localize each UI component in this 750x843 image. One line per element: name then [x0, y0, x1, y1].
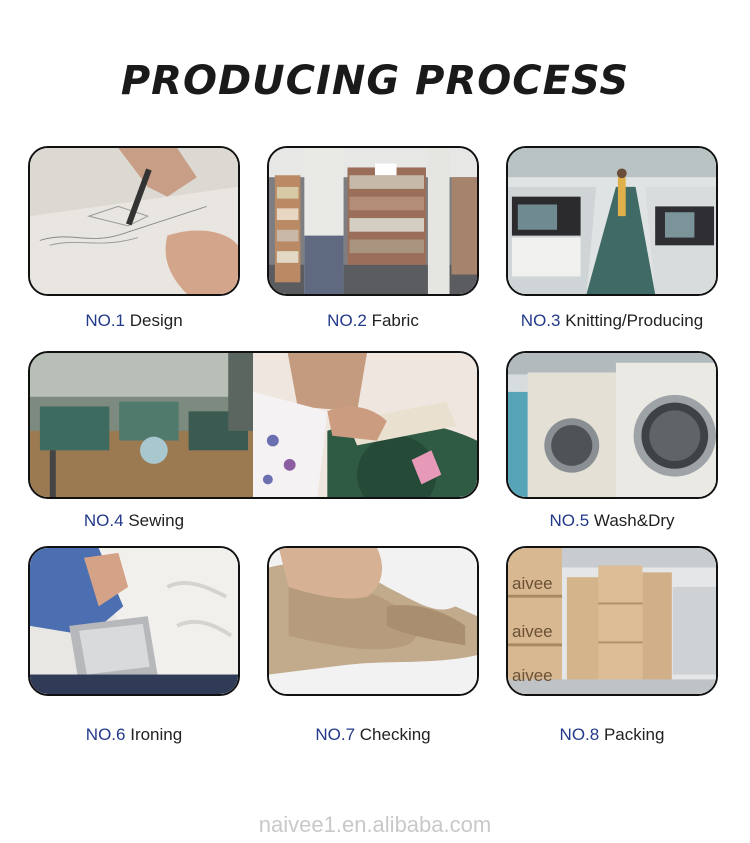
- checking-photo: [267, 546, 479, 696]
- sewing-photo: [28, 351, 479, 499]
- fabric-photo: [267, 146, 479, 296]
- box-print: aivee: [512, 622, 553, 641]
- wash-dry-photo: [506, 351, 718, 499]
- footer-url: naivee1.en.alibaba.com: [258, 812, 492, 837]
- packing-photo: aivee aivee aivee: [506, 546, 718, 696]
- ironing-photo: [28, 546, 240, 696]
- knitting-photo: [506, 146, 718, 296]
- step-caption: NO.6 Ironing: [85, 725, 183, 744]
- step-caption: NO.7 Checking: [315, 725, 431, 744]
- step-caption: NO.1 Design: [85, 311, 183, 330]
- step-caption: NO.4 Sewing: [83, 511, 185, 530]
- step-caption: NO.5 Wash&Dry: [549, 511, 675, 530]
- design-photo: [28, 146, 240, 296]
- page-title: PRODUCING PROCESS: [120, 58, 630, 104]
- step-caption: NO.3 Knitting/Producing: [520, 311, 704, 330]
- box-print: aivee: [512, 574, 553, 593]
- box-print: aivee: [512, 666, 553, 685]
- step-caption: NO.2 Fabric: [327, 311, 419, 330]
- step-caption: NO.8 Packing: [559, 725, 665, 744]
